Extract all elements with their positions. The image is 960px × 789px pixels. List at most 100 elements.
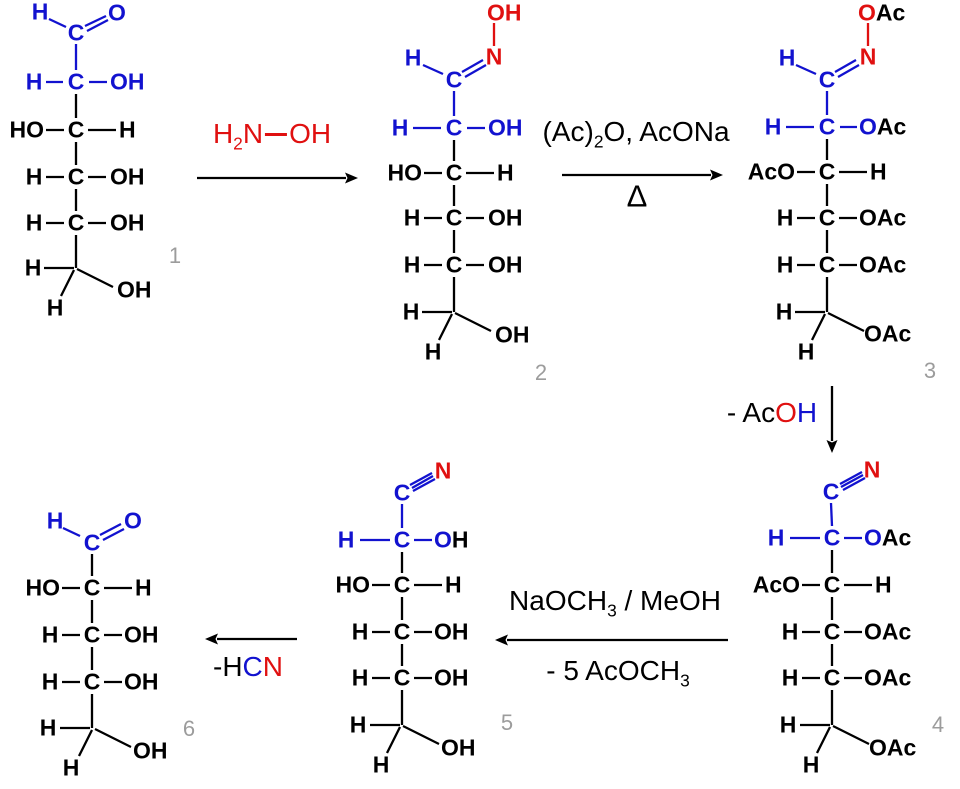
s5-r2-left: H (351, 618, 369, 645)
s5-r0-left: H (337, 526, 355, 553)
s1-r2-c: C (67, 163, 85, 190)
s3-r0-left: H (764, 113, 782, 140)
s2-r0-right: OH (488, 114, 523, 141)
s4-nitrile-c: C (822, 478, 840, 505)
s6-r2-left: H (41, 668, 59, 695)
s3-r0-ac: Ac (876, 113, 907, 140)
s2-r3-c: C (445, 251, 463, 278)
reagent-naome-meoh: NaOCH3 / MeOH (509, 585, 721, 621)
s1-r1-c: C (67, 116, 85, 143)
s3-oxime-o: O (858, 0, 876, 26)
arrow-step3 (826, 386, 838, 453)
s2-r2-right: OH (488, 204, 523, 231)
s3-oxime-n: N (859, 43, 877, 70)
heat-delta-symbol: Δ (626, 178, 648, 214)
s3-ch2-oac: OAc (864, 320, 912, 347)
n-oh-bond (265, 133, 288, 136)
arrow-step4 (495, 634, 728, 646)
s4-r2-right: OAc (864, 618, 912, 645)
s3-r3-left: H (776, 251, 794, 278)
s2-r2-c: C (445, 204, 463, 231)
arrow-step1 (197, 172, 358, 184)
s2-r1-left: HO (387, 159, 423, 186)
s4-r0-left: H (767, 524, 785, 551)
s5-r0-right: OH (434, 526, 469, 553)
s1-ch2-oh: OH (117, 276, 152, 303)
s6-r1-c: C (83, 621, 101, 648)
s1-label: 1 (168, 243, 182, 268)
s4-ch2-h: H (779, 711, 797, 738)
s5-r1-c: C (393, 571, 411, 598)
s1-r0-right: OH (110, 68, 145, 95)
s4-r2-c: C (823, 618, 841, 645)
s1-r2-right: OH (110, 163, 145, 190)
s1-ald-o: O (108, 0, 126, 26)
s6-label: 6 (182, 716, 196, 741)
s3-r2-c: C (818, 204, 836, 231)
s6-r2-right: OH (124, 668, 159, 695)
s3-r1-c: C (818, 158, 836, 185)
s4-r1-right: H (875, 571, 892, 598)
s5-r1-left: HO (335, 571, 371, 598)
s2-label: 2 (534, 360, 548, 385)
s5-r0-o: O (434, 526, 452, 553)
s3-r0-c: C (818, 113, 836, 140)
s4-bonds (790, 470, 872, 754)
s5-ch2-oh: OH (441, 734, 476, 761)
s5-ch2-h: H (349, 711, 367, 738)
s5-r2-right: OH (434, 618, 469, 645)
s3-oxime-ac: Ac (875, 0, 906, 26)
reagent-minus-hcn: -HCN (212, 651, 284, 682)
s5-r0-c: C (393, 526, 411, 553)
s5-ch2-h2: H (372, 751, 390, 778)
s2-c1: C (445, 66, 463, 93)
s5-r0-h: H (451, 526, 469, 553)
s6-r2-c: C (83, 668, 101, 695)
s4-r3-left: H (781, 664, 799, 691)
s1-r0-left: H (25, 68, 43, 95)
s5-r2-c: C (393, 618, 411, 645)
s3-label: 3 (923, 358, 937, 383)
s3-bonds (786, 23, 870, 341)
s1-ch2-h2: H (46, 294, 64, 321)
s1-ch2-h: H (24, 254, 42, 281)
s3-oxime-oac: OAc (858, 0, 906, 26)
s2-r3-left: H (403, 251, 421, 278)
s2-oxime-n: N (485, 43, 503, 70)
s6-ch2-oh: OH (133, 737, 168, 764)
s6-ald-c: C (83, 529, 101, 556)
s6-ald-h: H (46, 507, 64, 534)
s6-ch2-h2: H (62, 754, 80, 781)
s2-r1-c: C (445, 159, 463, 186)
reagent-acetic-anhydride: (Ac)2O, AcONa (542, 116, 730, 152)
s6-bonds (60, 522, 132, 757)
s4-label: 4 (931, 712, 945, 737)
s4-r3-right: OAc (864, 664, 912, 691)
s4-r1-left: AcO (752, 571, 800, 598)
s3-r2-right: OAc (859, 204, 907, 231)
s1-ald-h: H (31, 0, 49, 25)
s2-r3-right: OH (488, 251, 523, 278)
s2-r1-right: H (497, 159, 514, 186)
s6-ald-o: O (124, 507, 142, 534)
s3-ch2-h2: H (797, 338, 815, 365)
reagent-minus-acoh: - AcOH (726, 397, 818, 428)
s6-r1-right: OH (124, 621, 159, 648)
s6-r1-left: H (41, 621, 59, 648)
s2-c1-h: H (404, 44, 422, 71)
s3-r1-right: H (870, 158, 887, 185)
s1-bonds (44, 14, 116, 297)
s6-r0-left: HO (25, 574, 61, 601)
s6-r0-c: C (83, 574, 101, 601)
s3-r0-right: OAc (859, 113, 907, 140)
s5-label: 5 (500, 710, 514, 735)
s1-r3-left: H (25, 209, 43, 236)
s4-r2-left: H (781, 618, 799, 645)
s3-ch2-h: H (775, 298, 793, 325)
s1-r2-left: H (25, 163, 43, 190)
s4-r1-c: C (823, 571, 841, 598)
arrow-step5 (205, 633, 297, 645)
s5-nitrile-c: C (393, 479, 411, 506)
